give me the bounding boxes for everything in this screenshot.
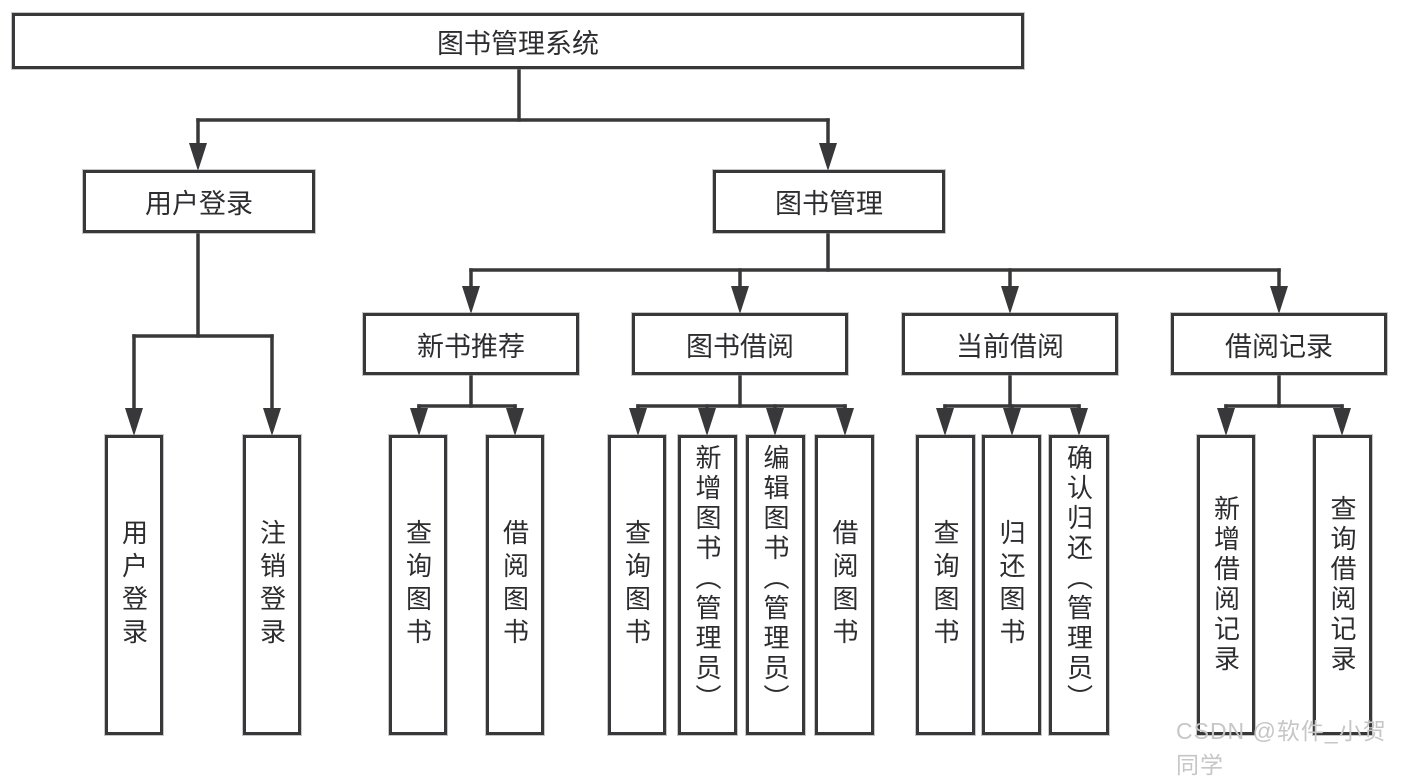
leaf-edit-book-admin: 编辑图书（管理员） — [746, 435, 805, 735]
node-book-management: 图书管理 — [713, 170, 945, 233]
leaf-query-books-borrow: 查询图书 — [608, 435, 666, 735]
connector-lines — [125, 66, 1351, 436]
leaf-query-borrow-record: 查询借阅记录 — [1313, 435, 1372, 735]
node-book-borrow: 图书借阅 — [632, 313, 848, 375]
leaf-return-book: 归还图书 — [982, 435, 1041, 735]
leaf-user-login: 用户登录 — [105, 435, 163, 735]
node-new-book-recommend: 新书推荐 — [363, 313, 579, 375]
library-system-structure-diagram: 图书管理系统 用户登录 图书管理 新书推荐 图书借阅 当前借阅 借阅记录 用户登… — [12, 13, 1387, 778]
leaf-add-borrow-record: 新增借阅记录 — [1197, 435, 1255, 735]
node-user-login: 用户登录 — [83, 170, 315, 233]
leaf-logout: 注销登录 — [243, 435, 301, 735]
node-current-borrow: 当前借阅 — [902, 313, 1118, 375]
leaf-borrow-books: 借阅图书 — [815, 435, 874, 735]
leaf-borrow-books-recommend: 借阅图书 — [486, 435, 544, 735]
leaf-query-books-recommend: 查询图书 — [389, 435, 447, 735]
leaf-add-book-admin: 新增图书（管理员） — [678, 435, 737, 735]
leaf-confirm-return-admin: 确认归还（管理员） — [1049, 435, 1109, 735]
leaf-query-books-current: 查询图书 — [916, 435, 975, 735]
node-borrow-records: 借阅记录 — [1171, 313, 1387, 375]
csdn-watermark: CSDN @软件_小贺同学 — [1176, 718, 1387, 778]
node-root-system: 图书管理系统 — [12, 13, 1024, 69]
